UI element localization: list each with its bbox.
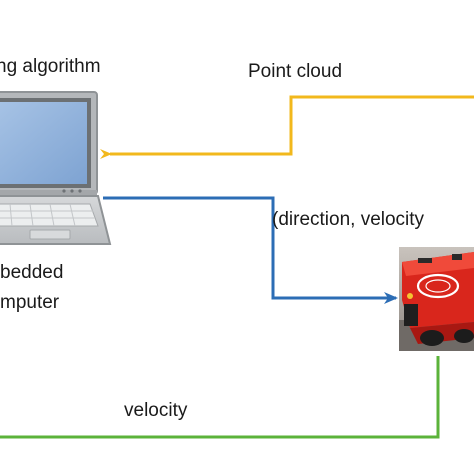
point-cloud-arrow: [100, 95, 474, 159]
direction-velocity-label: (direction, velocity: [272, 209, 425, 230]
algorithm-label: ng algorithm: [0, 56, 101, 77]
velocity-line: [0, 356, 440, 439]
command-arrow: [103, 196, 398, 304]
point-cloud-label: Point cloud: [248, 61, 343, 82]
mobile-robot-photo: [399, 247, 474, 351]
velocity-label: velocity: [124, 400, 188, 421]
embedded-computer-label-line1: bedded: [0, 262, 64, 283]
laptop-icon: [0, 91, 112, 245]
embedded-computer-label-line2: mputer: [0, 292, 60, 313]
